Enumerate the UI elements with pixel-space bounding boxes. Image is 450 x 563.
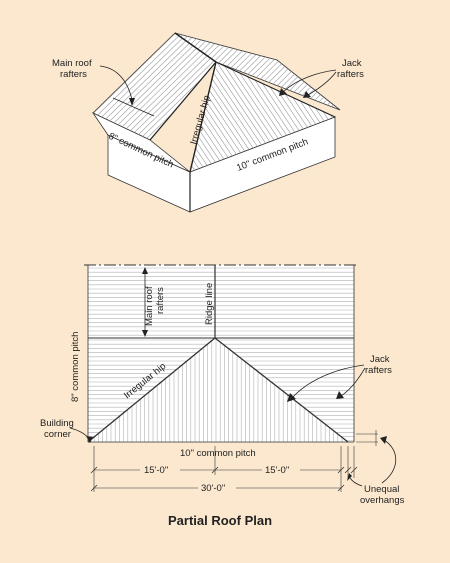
dim-tick [90, 466, 98, 474]
dim-left-label: 15'-0" [144, 465, 168, 476]
unequal-overhangs-arrow-2 [349, 477, 363, 487]
iso-jack-arrowhead-2 [303, 91, 311, 98]
iso-hip [189, 61, 217, 173]
iso-jack-rafter-line [190, 70, 261, 172]
iso-jack-rafter-line [190, 65, 273, 172]
iso-right-hip [215, 61, 336, 118]
iso-jack-rafter-line [255, 62, 335, 172]
plan-jack-arrow-1 [291, 364, 365, 399]
plan-main-roof-arrow-bottom [142, 330, 148, 337]
plan-main-roof-arrow-top [142, 267, 148, 274]
plan-main-rafter-hatch [88, 267, 354, 336]
iso-jack-rafter-line [190, 67, 269, 172]
plan-jack-label-2: rafters [365, 365, 392, 376]
dim-ticks [90, 466, 358, 492]
plan-irregular-hip-left [87, 337, 216, 443]
plan-building-corner-arrowhead [86, 436, 93, 443]
plan-title: Partial Roof Plan [168, 513, 272, 528]
iso-jack-rafter-line [322, 62, 335, 160]
iso-main-roof-arrow [99, 65, 133, 101]
iso-jack-rafter-line [331, 62, 335, 157]
iso-jack-rafter-line [190, 69, 265, 172]
isometric-view: Main roof rafters Jack rafters Irregular… [52, 0, 450, 213]
plan-building-corner-label-2: corner [44, 429, 71, 440]
dim-tick [337, 484, 345, 492]
iso-valley [149, 61, 217, 141]
dim-right-label: 15'-0" [265, 465, 289, 476]
plan-pitch-8-label: 8" common pitch [70, 332, 81, 402]
plan-jack-arrowhead-2 [336, 391, 344, 399]
unequal-overhangs-arrow-1 [381, 439, 397, 484]
plan-main-roof-label-2: rafters [155, 287, 166, 314]
iso-jack-rafter-line [352, 0, 450, 148]
iso-jack-arrow-2 [307, 71, 337, 96]
iso-main-rafter-line [93, 33, 205, 136]
iso-jack-rafter-line [259, 62, 335, 172]
iso-jack-rafter-line [213, 62, 315, 172]
iso-jack-rafter-line [251, 62, 335, 172]
unequal-overhangs-arrowhead-2 [347, 473, 352, 481]
plan-jack-arrow-2 [340, 367, 366, 397]
iso-jack-rafter-line [197, 62, 298, 172]
plan-building-corner-label-1: Building [40, 418, 74, 429]
iso-jack-label-1: Jack [342, 58, 362, 69]
iso-jack-rafter-line [190, 75, 248, 172]
unequal-overhangs-arrowhead-1 [380, 436, 387, 444]
unequal-overhangs-label-2: overhangs [360, 495, 405, 506]
iso-jack-rafter-line [209, 62, 311, 172]
iso-jack-rafter-line [190, 73, 252, 172]
iso-main-rafter-line [125, 40, 216, 140]
iso-jack-arrowhead-1 [279, 88, 287, 96]
roof-plan: Main roof rafters Ridge line Irregular h… [40, 264, 405, 528]
iso-main-roof-label-2: rafters [60, 69, 87, 80]
iso-jack-arrow-1 [282, 69, 337, 93]
unequal-overhangs-label-1: Unequal [364, 484, 399, 495]
iso-main-roof-arrowhead [129, 98, 135, 106]
iso-main-rafter-line [93, 33, 209, 138]
iso-main-rafter-line [93, 33, 201, 134]
plan-building-corner-arrow [69, 427, 91, 441]
iso-main-rafter-line [121, 38, 216, 140]
plan-ridge-line-label: Ridge line [204, 283, 215, 325]
plan-main-roof-label-1: Main roof [144, 286, 155, 326]
iso-jack-rafter-line [326, 62, 335, 158]
dim-tick [90, 484, 98, 492]
iso-main-roof-label-1: Main roof [52, 58, 92, 69]
plan-jack-label-1: Jack [370, 354, 390, 365]
dim-tick [344, 466, 352, 474]
dim-total-label: 30'-0" [201, 483, 225, 494]
iso-jack-rafter-line [218, 62, 319, 172]
iso-ridge [174, 32, 217, 63]
dim-tick [211, 466, 219, 474]
dim-tick [350, 466, 358, 474]
iso-jack-label-2: rafters [337, 69, 364, 80]
iso-jack-rafter-line [190, 72, 256, 172]
plan-pitch-10-label: 10" common pitch [180, 448, 256, 459]
iso-right-rafter-line [321, 45, 340, 110]
iso-rafter-dimension [112, 97, 155, 117]
plan-irregular-hip-right [214, 337, 349, 443]
iso-main-rafter-line [93, 33, 197, 132]
iso-main-rafter-line [93, 33, 193, 130]
dim-tick [337, 466, 345, 474]
plan-jack-arrowhead-1 [287, 393, 296, 402]
iso-jack-rafter-line [201, 62, 302, 172]
iso-jack-rafter-line [205, 62, 307, 172]
